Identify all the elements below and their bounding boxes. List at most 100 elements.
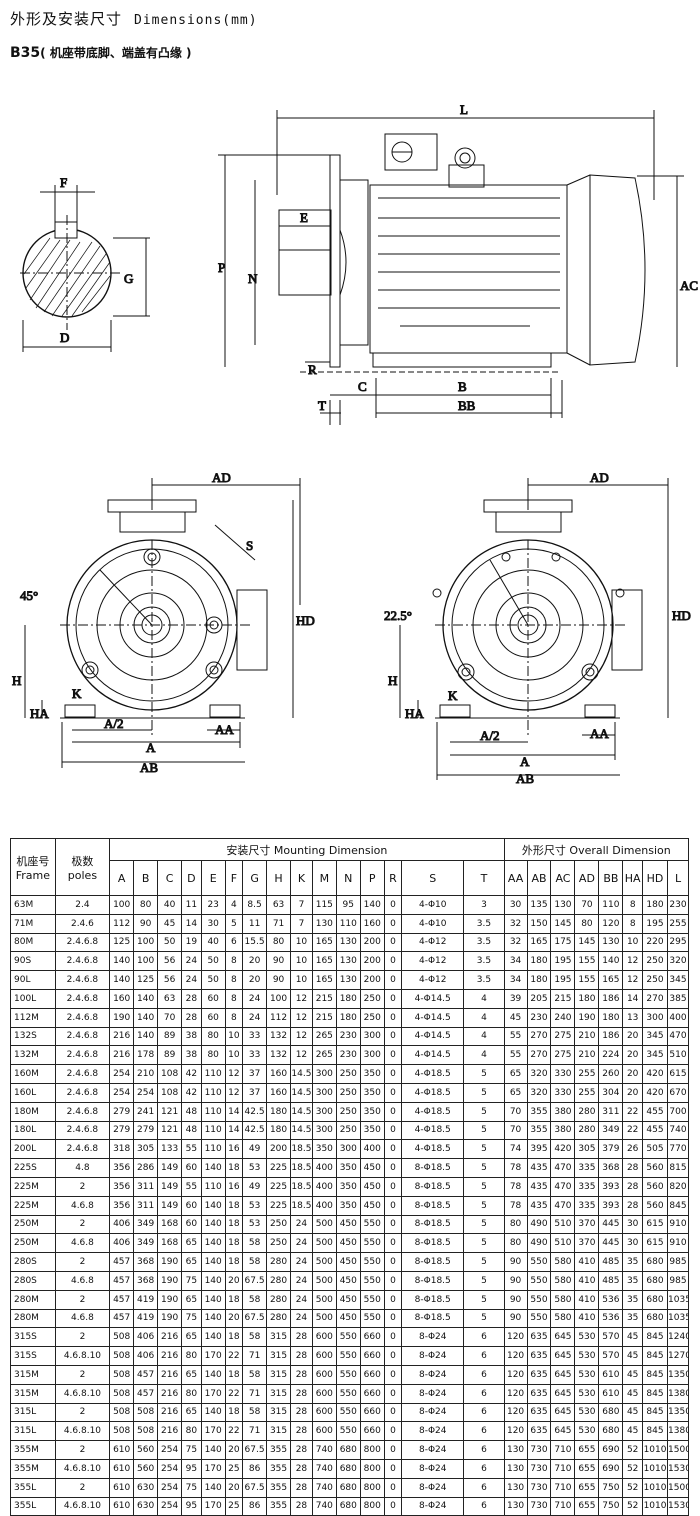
value-cell: 536 xyxy=(598,1289,624,1310)
value-cell: 190 xyxy=(109,1007,135,1028)
value-cell: 115 xyxy=(311,895,337,915)
value-cell: 6 xyxy=(463,1440,505,1460)
value-cell: 140 xyxy=(133,1007,159,1028)
value-cell: 140 xyxy=(200,1402,226,1423)
value-cell: 450 xyxy=(359,1195,385,1216)
value-cell: 55 xyxy=(181,1139,202,1160)
value-cell: 250 xyxy=(266,1233,292,1254)
value-cell: 470 xyxy=(550,1158,576,1178)
value-cell: 95 xyxy=(335,895,361,915)
value-cell: 180 xyxy=(526,970,552,990)
value-cell: 50 xyxy=(200,951,226,972)
value-cell: 52 xyxy=(622,1440,643,1460)
column-header-p: P xyxy=(359,860,385,896)
value-cell: 132 xyxy=(266,1026,292,1047)
frame-cell: 355M xyxy=(10,1458,56,1479)
value-cell: 508 xyxy=(109,1346,135,1366)
value-cell: 270 xyxy=(526,1026,552,1047)
value-cell: 35 xyxy=(622,1308,643,1329)
value-cell: 130 xyxy=(503,1458,528,1479)
value-cell: 100 xyxy=(133,951,159,972)
subtitle-code: B35 xyxy=(10,45,41,61)
value-cell: 0 xyxy=(383,1364,403,1385)
label-P: P xyxy=(218,260,225,275)
value-cell: 10 xyxy=(290,970,313,990)
value-cell: 140 xyxy=(200,1158,226,1178)
value-cell: 8 xyxy=(622,895,643,915)
value-cell: 435 xyxy=(526,1195,552,1216)
value-cell: 655 xyxy=(574,1477,600,1498)
frame-cell: 112M xyxy=(10,1007,56,1028)
value-cell: 53 xyxy=(242,1158,268,1178)
value-cell: 255 xyxy=(574,1082,600,1103)
value-cell: 216 xyxy=(109,1045,135,1066)
value-cell: 490 xyxy=(526,1233,552,1254)
value-cell: 45 xyxy=(622,1421,643,1442)
value-cell: 90 xyxy=(503,1252,528,1272)
value-cell: 470 xyxy=(550,1176,576,1197)
value-cell: 80 xyxy=(503,1233,528,1254)
value-cell: 50 xyxy=(200,970,226,990)
value-cell: 26 xyxy=(622,1139,643,1160)
value-cell: 18.5 xyxy=(290,1176,313,1197)
value-cell: 265 xyxy=(311,1045,337,1066)
value-cell: 600 xyxy=(311,1327,337,1348)
value-cell: 8-Φ24 xyxy=(401,1364,465,1385)
value-cell: 12 xyxy=(290,1026,313,1047)
value-cell: 8-Φ24 xyxy=(401,1383,465,1404)
value-cell: 24 xyxy=(181,951,202,972)
value-cell: 42.5 xyxy=(242,1120,268,1141)
value-cell: 37 xyxy=(242,1082,268,1103)
value-cell: 190 xyxy=(157,1289,183,1310)
value-cell: 130 xyxy=(311,913,337,934)
value-cell: 355 xyxy=(266,1477,292,1498)
value-cell: 240 xyxy=(550,1007,576,1028)
value-cell: 65 xyxy=(181,1402,202,1423)
value-cell: 349 xyxy=(598,1120,624,1141)
value-cell: 24 xyxy=(242,988,268,1009)
value-cell: 100 xyxy=(133,932,159,953)
value-cell: 33 xyxy=(242,1045,268,1066)
value-cell: 690 xyxy=(598,1440,624,1460)
value-cell: 18 xyxy=(224,1195,244,1216)
value-cell: 5 xyxy=(463,1101,505,1122)
value-cell: 32 xyxy=(503,932,528,953)
value-cell: 130 xyxy=(550,895,576,915)
value-cell: 37 xyxy=(242,1064,268,1084)
value-cell: 80 xyxy=(181,1383,202,1404)
value-cell: 560 xyxy=(133,1440,159,1460)
value-cell: 4 xyxy=(463,1007,505,1028)
value-cell: 56 xyxy=(157,951,183,972)
value-cell: 485 xyxy=(598,1252,624,1272)
subtitle-cn: ( 机座带底脚、端盖有凸缘 ) xyxy=(40,46,192,60)
frame-cell: 132S xyxy=(10,1026,56,1047)
value-cell: 8-Φ24 xyxy=(401,1421,465,1442)
column-header-r: R xyxy=(383,860,403,896)
value-cell: 280 xyxy=(266,1308,292,1329)
value-cell: 320 xyxy=(526,1082,552,1103)
value-cell: 4-Φ18.5 xyxy=(401,1082,465,1103)
value-cell: 5 xyxy=(463,1252,505,1272)
column-header-a: A xyxy=(109,860,135,896)
value-cell: 560 xyxy=(133,1458,159,1479)
value-cell: 60 xyxy=(200,1007,226,1028)
value-cell: 48 xyxy=(181,1120,202,1141)
value-cell: 610 xyxy=(109,1477,135,1498)
value-cell: 140 xyxy=(200,1195,226,1216)
value-cell: 255 xyxy=(574,1064,600,1084)
value-cell: 550 xyxy=(335,1364,361,1385)
value-cell: 216 xyxy=(157,1364,183,1385)
value-cell: 168 xyxy=(157,1214,183,1235)
value-cell: 18 xyxy=(224,1364,244,1385)
value-cell: 130 xyxy=(598,932,624,953)
value-cell: 33 xyxy=(242,1026,268,1047)
value-cell: 0 xyxy=(383,932,403,953)
value-cell: 420 xyxy=(550,1139,576,1160)
header-overall: 外形尺寸 Overall Dimension xyxy=(503,838,690,861)
